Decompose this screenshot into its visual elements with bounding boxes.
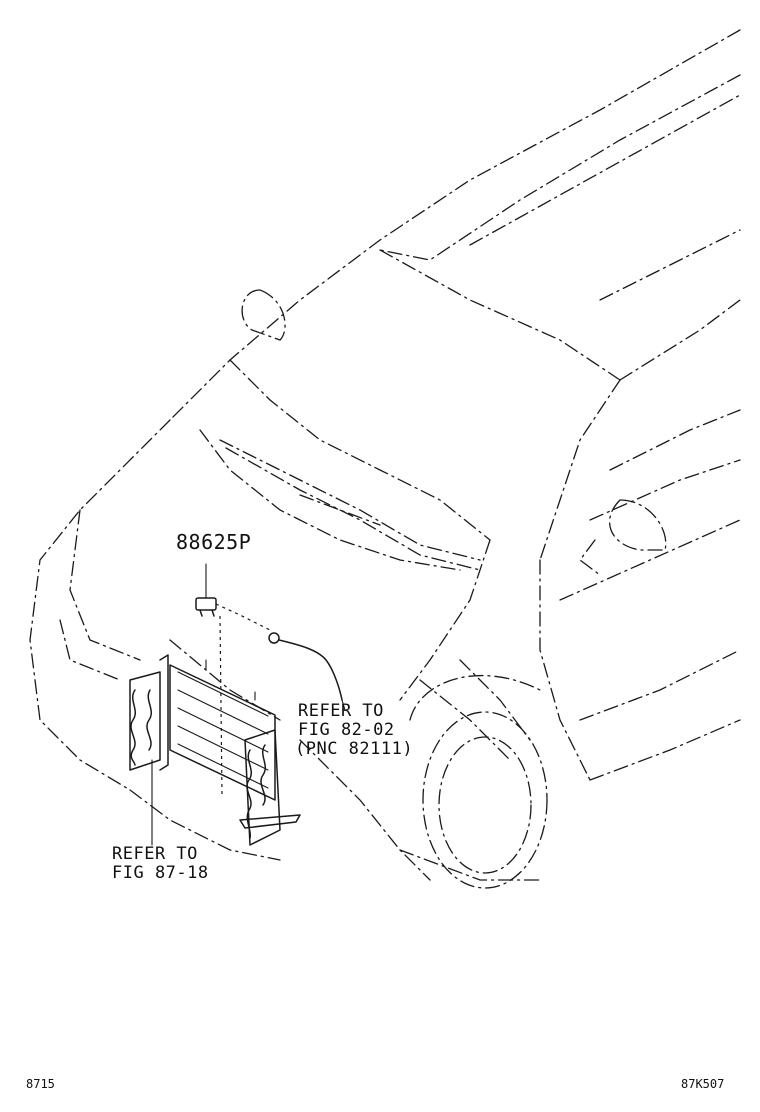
callout-right-line-3: (PNC 82111) (295, 739, 414, 759)
front-wheel (409, 674, 548, 889)
radiator-assembly (129, 654, 301, 846)
footer-right-code: 87K507 (681, 1077, 725, 1091)
vehicle-body-outline (29, 29, 741, 881)
callout-left-line-1: REFER TO (112, 844, 198, 864)
wiper-blade (219, 439, 481, 571)
part-number-label: 88625P (176, 530, 252, 554)
footer-left-code: 8715 (26, 1077, 55, 1091)
side-mirror (241, 289, 667, 576)
callout-right-line-2: FIG 82-02 (298, 720, 395, 740)
callout-left-line-2: FIG 87-18 (112, 863, 209, 883)
leader-lines (151, 699, 346, 846)
callout-right-line-1: REFER TO (298, 701, 384, 721)
